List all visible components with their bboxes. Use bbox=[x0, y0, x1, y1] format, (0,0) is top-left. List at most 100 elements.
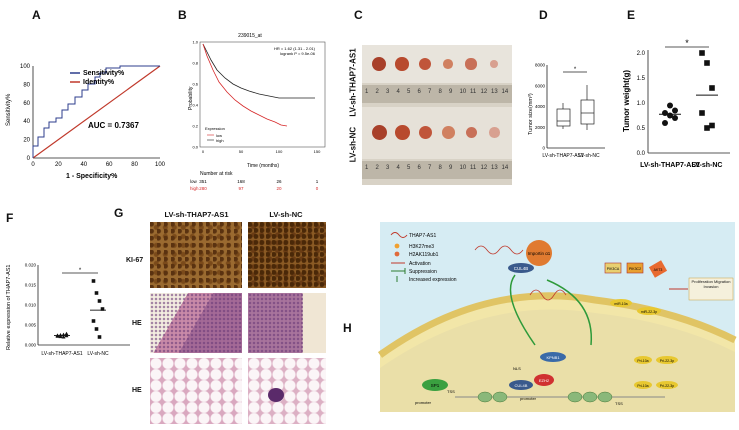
km-y-tick: 0.6 bbox=[192, 82, 198, 87]
svg-text:Pri-22-3p: Pri-22-3p bbox=[660, 359, 674, 363]
tumor-weight-chart: 0.00.51.01.52.0 Tumor weight(g) * LV-sh-… bbox=[622, 38, 730, 169]
weight-point bbox=[709, 122, 715, 129]
svg-text:Relative expression of THAP7-A: Relative expression of THAP7-AS1 bbox=[6, 265, 12, 351]
panel-g: G LV-sh-THAP7-AS1 LV-sh-NC KI-67 HE HE bbox=[114, 205, 330, 427]
weight-point bbox=[709, 85, 715, 91]
km-high-curve bbox=[202, 43, 288, 127]
expression-point bbox=[61, 335, 66, 339]
panel-h: H THAP7-AS1 H3K27me3 H2AK119ub1 Activati… bbox=[335, 205, 739, 427]
svg-text:Number at risk: Number at risk bbox=[200, 171, 233, 177]
km-y-tick: 0.4 bbox=[192, 103, 198, 108]
size-y-tick: 6000 bbox=[535, 83, 546, 88]
km-x-tick: 50 bbox=[239, 149, 244, 154]
svg-text:Suppression: Suppression bbox=[409, 269, 437, 275]
panel-h-label: H bbox=[343, 321, 352, 335]
svg-text:THAP7-AS1: THAP7-AS1 bbox=[409, 233, 436, 239]
size-y-tick: 0 bbox=[542, 146, 545, 151]
tumor-sh bbox=[395, 57, 409, 71]
expr-y-tick: 0.000 bbox=[25, 343, 37, 348]
svg-text:Increased expression: Increased expression bbox=[409, 277, 457, 283]
svg-text:*: * bbox=[79, 268, 82, 274]
tumor-sh bbox=[465, 58, 477, 70]
svg-text:H3K27me3: H3K27me3 bbox=[409, 244, 434, 250]
tumor-nc bbox=[465, 126, 478, 139]
km-y-tick: 0.2 bbox=[192, 124, 198, 129]
roc-y-tick: 20 bbox=[23, 138, 30, 144]
svg-text:LV-sh-THAP7-AS1: LV-sh-THAP7-AS1 bbox=[41, 351, 83, 357]
roc-y-tick: 60 bbox=[23, 101, 30, 107]
panel-b-label: B bbox=[178, 8, 187, 22]
expression-point bbox=[100, 307, 105, 311]
roc-xlabel: 1 - Specificity% bbox=[66, 173, 118, 180]
roc-y-tick: 0 bbox=[27, 156, 31, 162]
ruler-tick: 2 bbox=[375, 89, 379, 95]
svg-text:LV-sh-NC: LV-sh-NC bbox=[692, 162, 723, 169]
tumor-nc bbox=[395, 125, 410, 140]
ruler-tick: 12 bbox=[480, 165, 488, 171]
km-y-tick: 0.0 bbox=[192, 145, 198, 150]
panel-d-label: D bbox=[539, 8, 548, 22]
he2-nc-image bbox=[248, 358, 326, 424]
svg-text:LV-sh-THAP7-AS1: LV-sh-THAP7-AS1 bbox=[542, 153, 584, 159]
header-sh: LV-sh-THAP7-AS1 bbox=[164, 210, 229, 219]
he1-nc-image bbox=[248, 293, 326, 353]
roc-x-tick: 40 bbox=[80, 162, 87, 168]
nucleosome bbox=[582, 391, 598, 403]
ruler-tick: 6 bbox=[417, 165, 421, 171]
size-y-tick: 8000 bbox=[535, 63, 546, 68]
risk-value: 97 bbox=[238, 186, 244, 191]
ruler-tick: 7 bbox=[428, 165, 432, 171]
panel-e-label: E bbox=[627, 8, 636, 22]
panel-c-label: C bbox=[354, 8, 363, 22]
km-hr: HR = 1.62 (1.31 - 2.01) bbox=[274, 46, 316, 51]
svg-text:KPNB1: KPNB1 bbox=[546, 355, 560, 360]
row-label-ki67: KI-67 bbox=[126, 257, 144, 264]
expression-point bbox=[58, 334, 63, 339]
ruler-tick: 6 bbox=[417, 89, 421, 95]
roc-ylabel: Sensitivity% bbox=[6, 93, 12, 126]
ruler-tick: 12 bbox=[480, 89, 488, 95]
ruler-tick: 2 bbox=[375, 165, 379, 171]
svg-text:PIK3C2: PIK3C2 bbox=[629, 267, 641, 271]
panel-g-label: G bbox=[114, 206, 124, 220]
risk-value: 1 bbox=[316, 179, 319, 184]
size-y-tick: 2000 bbox=[535, 125, 546, 130]
legend-sensitivity: Sensitivity% bbox=[83, 70, 125, 77]
expression-point bbox=[91, 319, 96, 323]
tumor-nc bbox=[489, 127, 500, 138]
ruler-tick: 3 bbox=[386, 165, 390, 171]
nucleosome bbox=[492, 391, 508, 403]
ruler-tick: 14 bbox=[501, 89, 509, 95]
weight-point bbox=[699, 50, 705, 56]
roc-curve bbox=[32, 65, 160, 158]
risk-value: 351 bbox=[199, 179, 207, 184]
ki67-nc-image bbox=[248, 222, 326, 288]
weight-y-tick: 1.0 bbox=[637, 101, 646, 107]
svg-text:Tumor size(mm³): Tumor size(mm³) bbox=[528, 93, 534, 135]
nucleosome bbox=[477, 391, 493, 403]
tumor-nc bbox=[371, 124, 388, 141]
risk-value: 26 bbox=[276, 179, 282, 184]
expression-point bbox=[64, 331, 69, 336]
svg-text:TSS: TSS bbox=[447, 389, 455, 394]
panel-b: B 239015_at HR = 1.62 (1.31 - 2.01) logr… bbox=[175, 0, 340, 200]
svg-text:CUL4B: CUL4B bbox=[515, 383, 528, 388]
tumor-sh bbox=[418, 57, 432, 71]
risk-value: 168 bbox=[237, 179, 245, 184]
svg-text:Pri-22-3p: Pri-22-3p bbox=[660, 384, 674, 388]
svg-text:Probability: Probability bbox=[188, 86, 194, 110]
header-nc: LV-sh-NC bbox=[269, 210, 303, 219]
weight-point bbox=[662, 120, 668, 126]
ruler-tick: 14 bbox=[501, 165, 509, 171]
weight-y-tick: 1.5 bbox=[637, 76, 646, 82]
svg-text:AKT3: AKT3 bbox=[654, 268, 663, 272]
outcome-label: Proliferation Migration Invasion bbox=[691, 279, 731, 289]
